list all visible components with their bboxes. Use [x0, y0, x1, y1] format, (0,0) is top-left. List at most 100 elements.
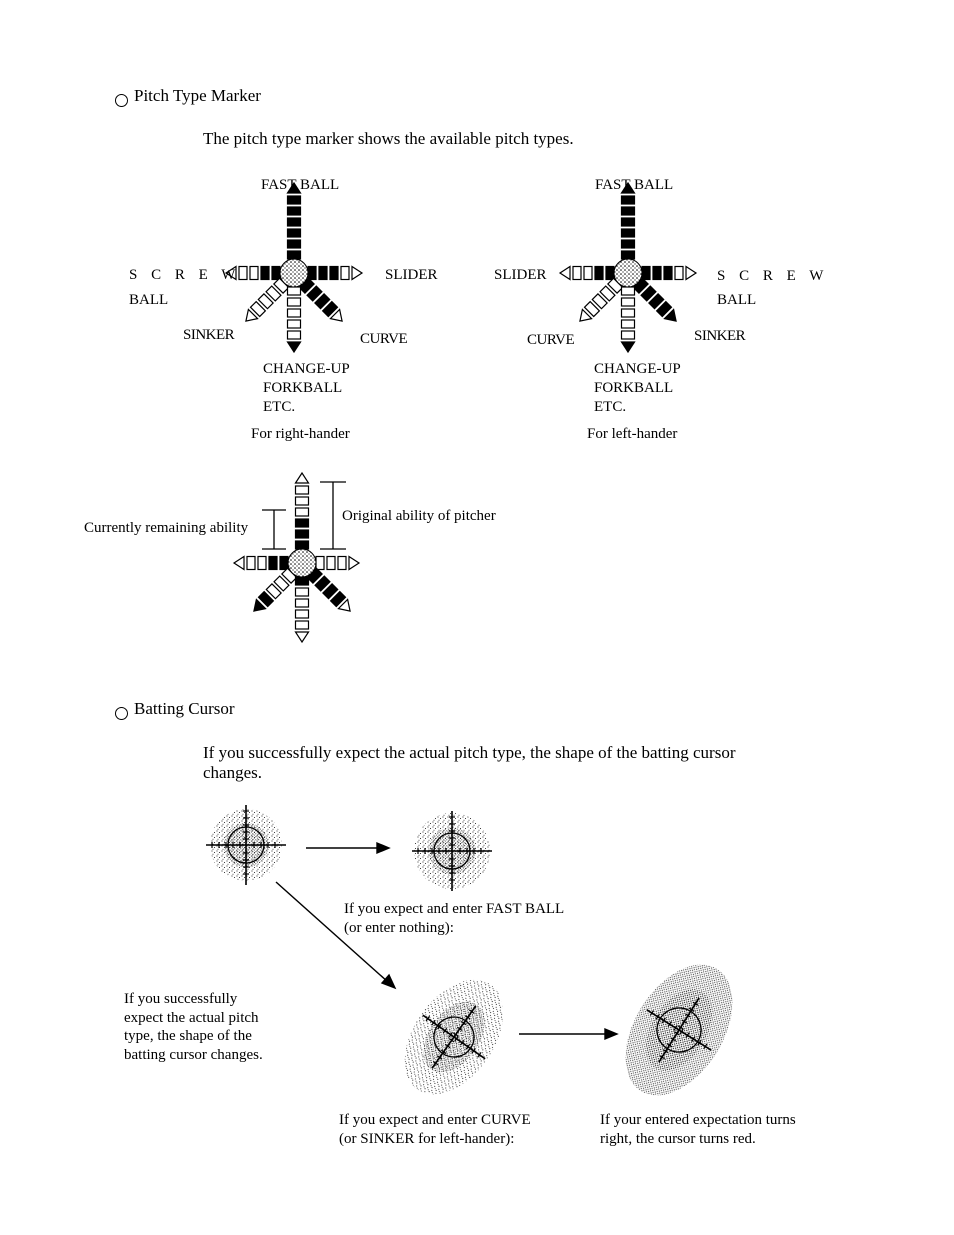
pitch-block: [271, 265, 281, 281]
cursor-tick: [688, 1007, 695, 1012]
pitch-block: [620, 319, 636, 329]
cursor-tick: [431, 1019, 436, 1026]
rh-label-etc: ETC.: [263, 399, 296, 415]
pitch-tip: [232, 555, 245, 571]
ability-marker: [232, 471, 361, 644]
pitch-block: [257, 590, 275, 608]
pitch-tip: [294, 631, 310, 644]
pitch-tip: [224, 265, 237, 281]
bullet-circle-icon: [115, 707, 128, 720]
pitch-tip: [558, 265, 571, 281]
pitch-block: [640, 285, 657, 302]
arm-slider: [558, 265, 615, 281]
pitch-block: [648, 293, 665, 310]
rh-label-screw: S C R E W: [129, 267, 241, 283]
pitch-block: [294, 598, 310, 608]
cursor-tick: [442, 1027, 448, 1034]
cursor-tick: [454, 1035, 459, 1042]
pitch-block: [286, 195, 302, 205]
pitch-tip: [579, 308, 593, 322]
pitch-block: [594, 265, 604, 281]
cursor-tick: [464, 1015, 471, 1020]
pitch-block: [314, 575, 331, 592]
pitch-block: [620, 239, 636, 249]
pitch-block: [257, 293, 274, 310]
pitch-block: [663, 265, 673, 281]
left-hander-marker: [558, 181, 698, 354]
lh-caption: For left-hander: [587, 426, 678, 442]
arm-sinker: [632, 277, 677, 322]
note-red-line1: If your entered expectation turns: [600, 1112, 796, 1128]
pitch-block: [294, 496, 310, 506]
cursor-tick: [460, 1020, 467, 1026]
pitch-block: [329, 265, 339, 281]
pitch-block: [620, 286, 636, 296]
lh-label-slider: SLIDER: [494, 267, 547, 283]
pitch-tip: [337, 598, 351, 612]
note-fastball-line2: (or enter nothing):: [344, 920, 454, 936]
cursor-curve: [404, 979, 504, 1095]
pitch-block: [286, 308, 302, 318]
batting-cursor-intro-line2: changes.: [203, 763, 263, 782]
pitch-tip: [348, 555, 361, 571]
section-heading-pitch-type: Pitch Type Marker: [134, 86, 261, 105]
pitch-block: [326, 555, 336, 571]
cursor-tick: [691, 1036, 696, 1042]
cursor-tick: [685, 1013, 691, 1018]
cursor-tick: [437, 1023, 442, 1030]
note-success-line3: type, the shape of the: [124, 1028, 252, 1044]
cursor-tick: [679, 1028, 684, 1035]
pitch-block: [655, 300, 673, 318]
section-heading-batting-cursor: Batting Cursor: [134, 699, 235, 718]
cursor-red: [625, 964, 733, 1096]
pitch-block: [286, 206, 302, 216]
pitch-block: [620, 228, 636, 238]
arm-fast-ball: [286, 181, 302, 260]
note-success-line1: If you successfully: [124, 991, 238, 1007]
pitch-block: [268, 555, 278, 571]
cursor-tick: [444, 1043, 451, 1049]
cursor-tick: [655, 1013, 660, 1020]
cursor-tick: [677, 1025, 684, 1030]
cursor-tick: [703, 1043, 708, 1050]
cursor-tick: [681, 1019, 688, 1024]
arm-curve: [579, 277, 624, 322]
cursor-tick: [666, 1043, 673, 1048]
arm-screw: [641, 265, 698, 281]
pitch-block: [321, 300, 339, 318]
pitch-block: [314, 293, 331, 310]
pitch-block: [322, 583, 339, 600]
pitch-block: [620, 206, 636, 216]
right-hander-marker: [224, 181, 364, 354]
label-remaining-ability: Currently remaining ability: [84, 520, 249, 536]
pitch-block: [286, 239, 302, 249]
pitch-block: [286, 228, 302, 238]
lh-label-fast-ball: FAST BALL: [595, 177, 674, 193]
rh-label-slider: SLIDER: [385, 267, 438, 283]
ability-brackets: [262, 481, 346, 550]
lh-label-forkball: FORKBALL: [594, 380, 674, 396]
flow-arrows: [275, 841, 619, 1041]
lh-label-curve: CURVE: [527, 332, 575, 348]
pitch-tip: [351, 265, 364, 281]
arm-curve: [306, 567, 351, 612]
pitch-block: [286, 286, 302, 296]
pitch-block: [294, 518, 310, 528]
cursor-tick: [448, 1038, 455, 1043]
cursor-tick: [448, 1031, 453, 1038]
note-curve-line1: If you expect and enter CURVE: [339, 1112, 531, 1128]
pitch-block: [279, 555, 289, 571]
pitch-tip: [663, 308, 677, 322]
cursor-tick: [456, 1026, 463, 1032]
cursor-tick: [673, 1025, 678, 1031]
arm-slider: [315, 555, 361, 571]
cursor-tick: [436, 1055, 443, 1060]
pitch-block: [286, 330, 302, 340]
marker-hub: [613, 258, 643, 288]
arm-sinker: [245, 277, 290, 322]
cursor-tick: [452, 1032, 459, 1037]
pitch-tip: [620, 341, 636, 354]
pitch-block: [294, 507, 310, 517]
pitch-block: [294, 609, 310, 619]
cursor-tick: [659, 1055, 665, 1060]
